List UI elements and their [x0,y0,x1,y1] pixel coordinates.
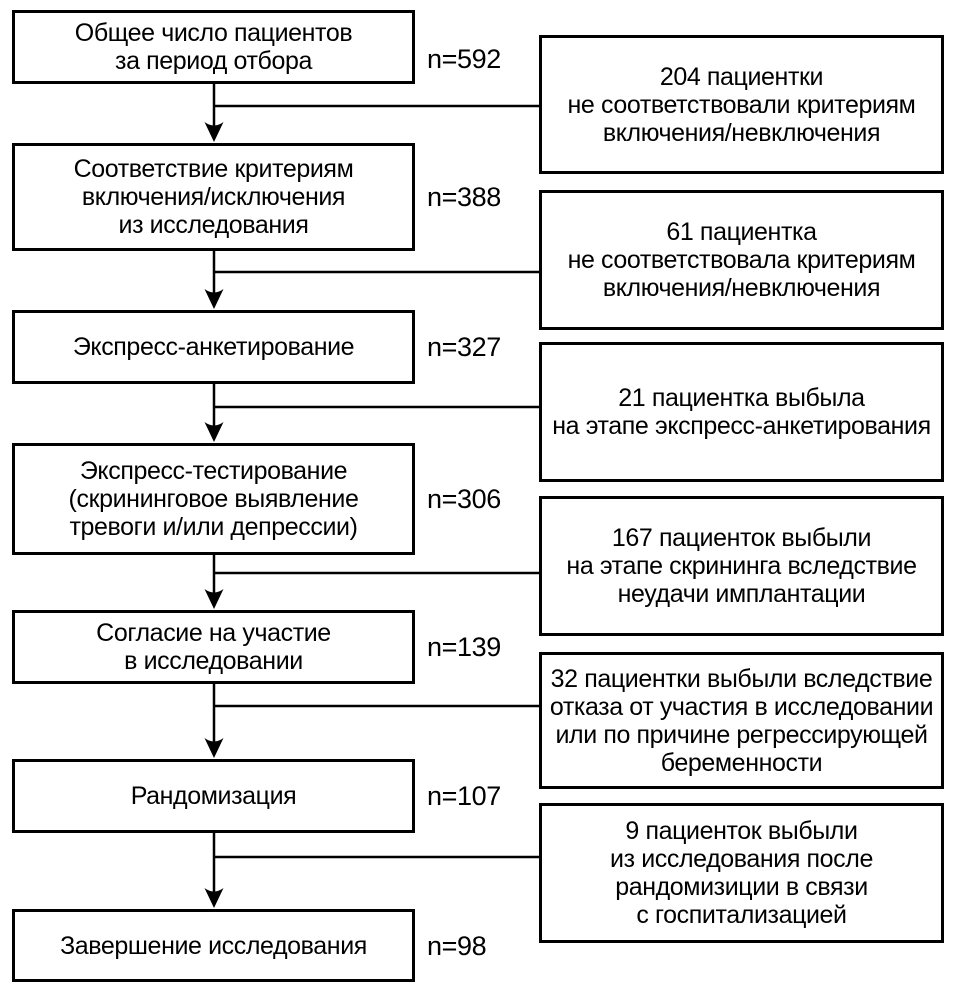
exclusion-box-criteria-61: 61 пациентка не соответствовала критерия… [539,190,944,330]
arrowhead-icon [204,589,224,609]
arrowhead-icon [204,122,224,142]
stage-label: Согласие на участие в исследовании [96,619,331,675]
stage-label: Экспресс-анкетирование [72,333,355,361]
exclusion-label: 167 пациенток выбыли на этапе скрининга … [566,524,917,608]
stage-box-criteria-match: Соответствие критериям включения/исключе… [12,143,415,251]
exclusion-box-questionnaire-21: 21 пациентка выбыла на этапе экспресс-ан… [539,342,944,482]
n-count-completion: n=98 [427,930,487,961]
exclusion-label: 21 пациентка выбыла на этапе экспресс-ан… [552,384,931,440]
arrowhead-icon [204,289,224,309]
arrowhead-icon [204,738,224,758]
n-count-randomization: n=107 [427,780,501,811]
exclusion-label: 9 пациенток выбыли из исследования после… [610,817,873,929]
stage-box-express-testing: Экспресс-тестирование (скрининговое выяв… [12,443,415,555]
n-count-criteria: n=388 [427,181,501,212]
stage-label: Рандомизация [130,782,297,810]
stage-box-randomization: Рандомизация [12,759,415,833]
stage-box-express-questionnaire: Экспресс-анкетирование [12,310,415,384]
exclusion-box-refusal-32: 32 пациентки выбыли вследствие отказа от… [539,652,944,789]
stage-box-study-completion: Завершение исследования [12,909,415,982]
n-count-consent: n=139 [427,631,501,662]
stage-box-total-patients: Общее число пациентов за период отбора [12,10,415,84]
n-count-testing: n=306 [427,483,501,514]
stage-label: Завершение исследования [60,931,367,960]
exclusion-box-screening-167: 167 пациенток выбыли на этапе скрининга … [539,496,944,636]
exclusion-label: 204 пациентки не соответствовали критери… [567,62,916,147]
n-count-questionnaire: n=327 [427,331,501,362]
exclusion-label: 32 пациентки выбыли вследствие отказа от… [549,664,934,777]
exclusion-box-hospitalization-9: 9 пациенток выбыли из исследования после… [539,803,944,943]
arrowhead-icon [204,422,224,442]
stage-label: Экспресс-тестирование (скрининговое выяв… [68,457,359,541]
exclusion-label: 61 пациентка не соответствовала критерия… [567,218,916,302]
stage-label: Общее число пациентов за период отбора [74,19,353,75]
exclusion-box-criteria-204: 204 пациентки не соответствовали критери… [539,35,944,174]
n-count-total: n=592 [427,43,501,74]
stage-label: Соответствие критериям включения/исключе… [73,155,354,239]
arrowhead-icon [204,888,224,908]
stage-box-consent: Согласие на участие в исследовании [12,610,415,684]
